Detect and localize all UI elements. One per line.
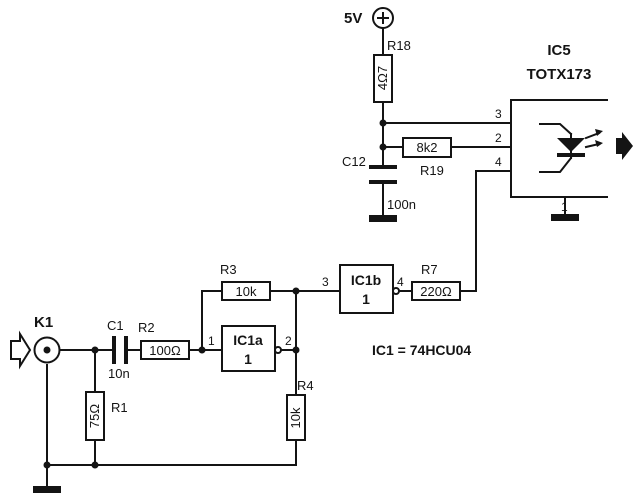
junction-dot xyxy=(91,346,99,354)
resistor-r18 xyxy=(373,54,393,103)
junction-dot xyxy=(43,461,51,469)
input-arrow-icon xyxy=(10,330,32,370)
resistor-r3 xyxy=(221,281,271,301)
junctions xyxy=(43,119,387,469)
r2-ref: R2 xyxy=(138,320,155,335)
r3-ref: R3 xyxy=(220,262,237,277)
junction-dot xyxy=(292,346,300,354)
r1-value: 75Ω xyxy=(87,404,102,428)
led-icon xyxy=(557,129,603,157)
capacitor-c1 xyxy=(112,336,128,364)
c12-ref: C12 xyxy=(342,154,366,169)
ic1b-name: IC1b xyxy=(351,272,381,288)
r7-value: 220Ω xyxy=(420,284,452,299)
ic1a-pin-in: 1 xyxy=(208,334,215,348)
c1-ref: C1 xyxy=(107,318,124,333)
ic5-pin-4: 4 xyxy=(495,155,502,169)
resistor-r7 xyxy=(411,281,461,301)
ic1-type-note: IC1 = 74HCU04 xyxy=(372,342,471,358)
connector-k1-ref: K1 xyxy=(34,314,53,331)
junction-dot xyxy=(379,143,387,151)
ic1a-pin-out: 2 xyxy=(285,334,292,348)
ic5-ref: IC5 xyxy=(547,42,570,59)
junction-dot xyxy=(198,346,206,354)
r4-ref: R4 xyxy=(297,378,314,393)
ic1a-sub: 1 xyxy=(244,351,252,367)
gate-ic1a xyxy=(221,325,282,372)
junction-dot xyxy=(91,461,99,469)
r18-value: 4Ω7 xyxy=(375,66,390,90)
ic1b-pin-out: 4 xyxy=(397,275,404,289)
c12-value: 100n xyxy=(387,197,416,212)
ic1b-pin-in: 3 xyxy=(322,275,329,289)
resistor-r1 xyxy=(85,391,105,441)
ic5-part: TOTX173 xyxy=(527,66,592,83)
r1-ref: R1 xyxy=(111,400,128,415)
junction-dot xyxy=(292,287,300,295)
resistor-r4 xyxy=(286,394,306,441)
r7-ref: R7 xyxy=(421,262,438,277)
connector-k1 xyxy=(33,336,61,364)
r3-value: 10k xyxy=(236,284,257,299)
ic1b-sub: 1 xyxy=(362,291,370,307)
ground-symbol-c12 xyxy=(369,215,397,222)
junction-dot xyxy=(379,119,387,127)
ground-symbol-ic5 xyxy=(551,214,579,221)
supply-plus-icon xyxy=(372,7,394,29)
optical-output-arrow-icon xyxy=(616,132,633,160)
r19-ref: R19 xyxy=(420,163,444,178)
r18-ref: R18 xyxy=(387,38,411,53)
supply-label: 5V xyxy=(344,10,362,27)
c1-value: 10n xyxy=(108,366,130,381)
capacitor-c12 xyxy=(369,165,397,184)
ic5-pin-1: 1 xyxy=(561,200,568,214)
gate-ic1b xyxy=(339,264,400,314)
ic5-pin-2: 2 xyxy=(495,131,502,145)
resistor-r19 xyxy=(402,137,452,158)
ic1a-name: IC1a xyxy=(233,332,263,348)
resistor-r2 xyxy=(140,340,190,360)
r4-value: 10k xyxy=(288,407,303,428)
ic5-pin-3: 3 xyxy=(495,107,502,121)
ground-symbol-k1 xyxy=(33,486,61,493)
wires xyxy=(46,27,566,487)
ic5-package xyxy=(510,99,608,198)
r19-value: 8k2 xyxy=(417,140,438,155)
r2-value: 100Ω xyxy=(149,343,181,358)
